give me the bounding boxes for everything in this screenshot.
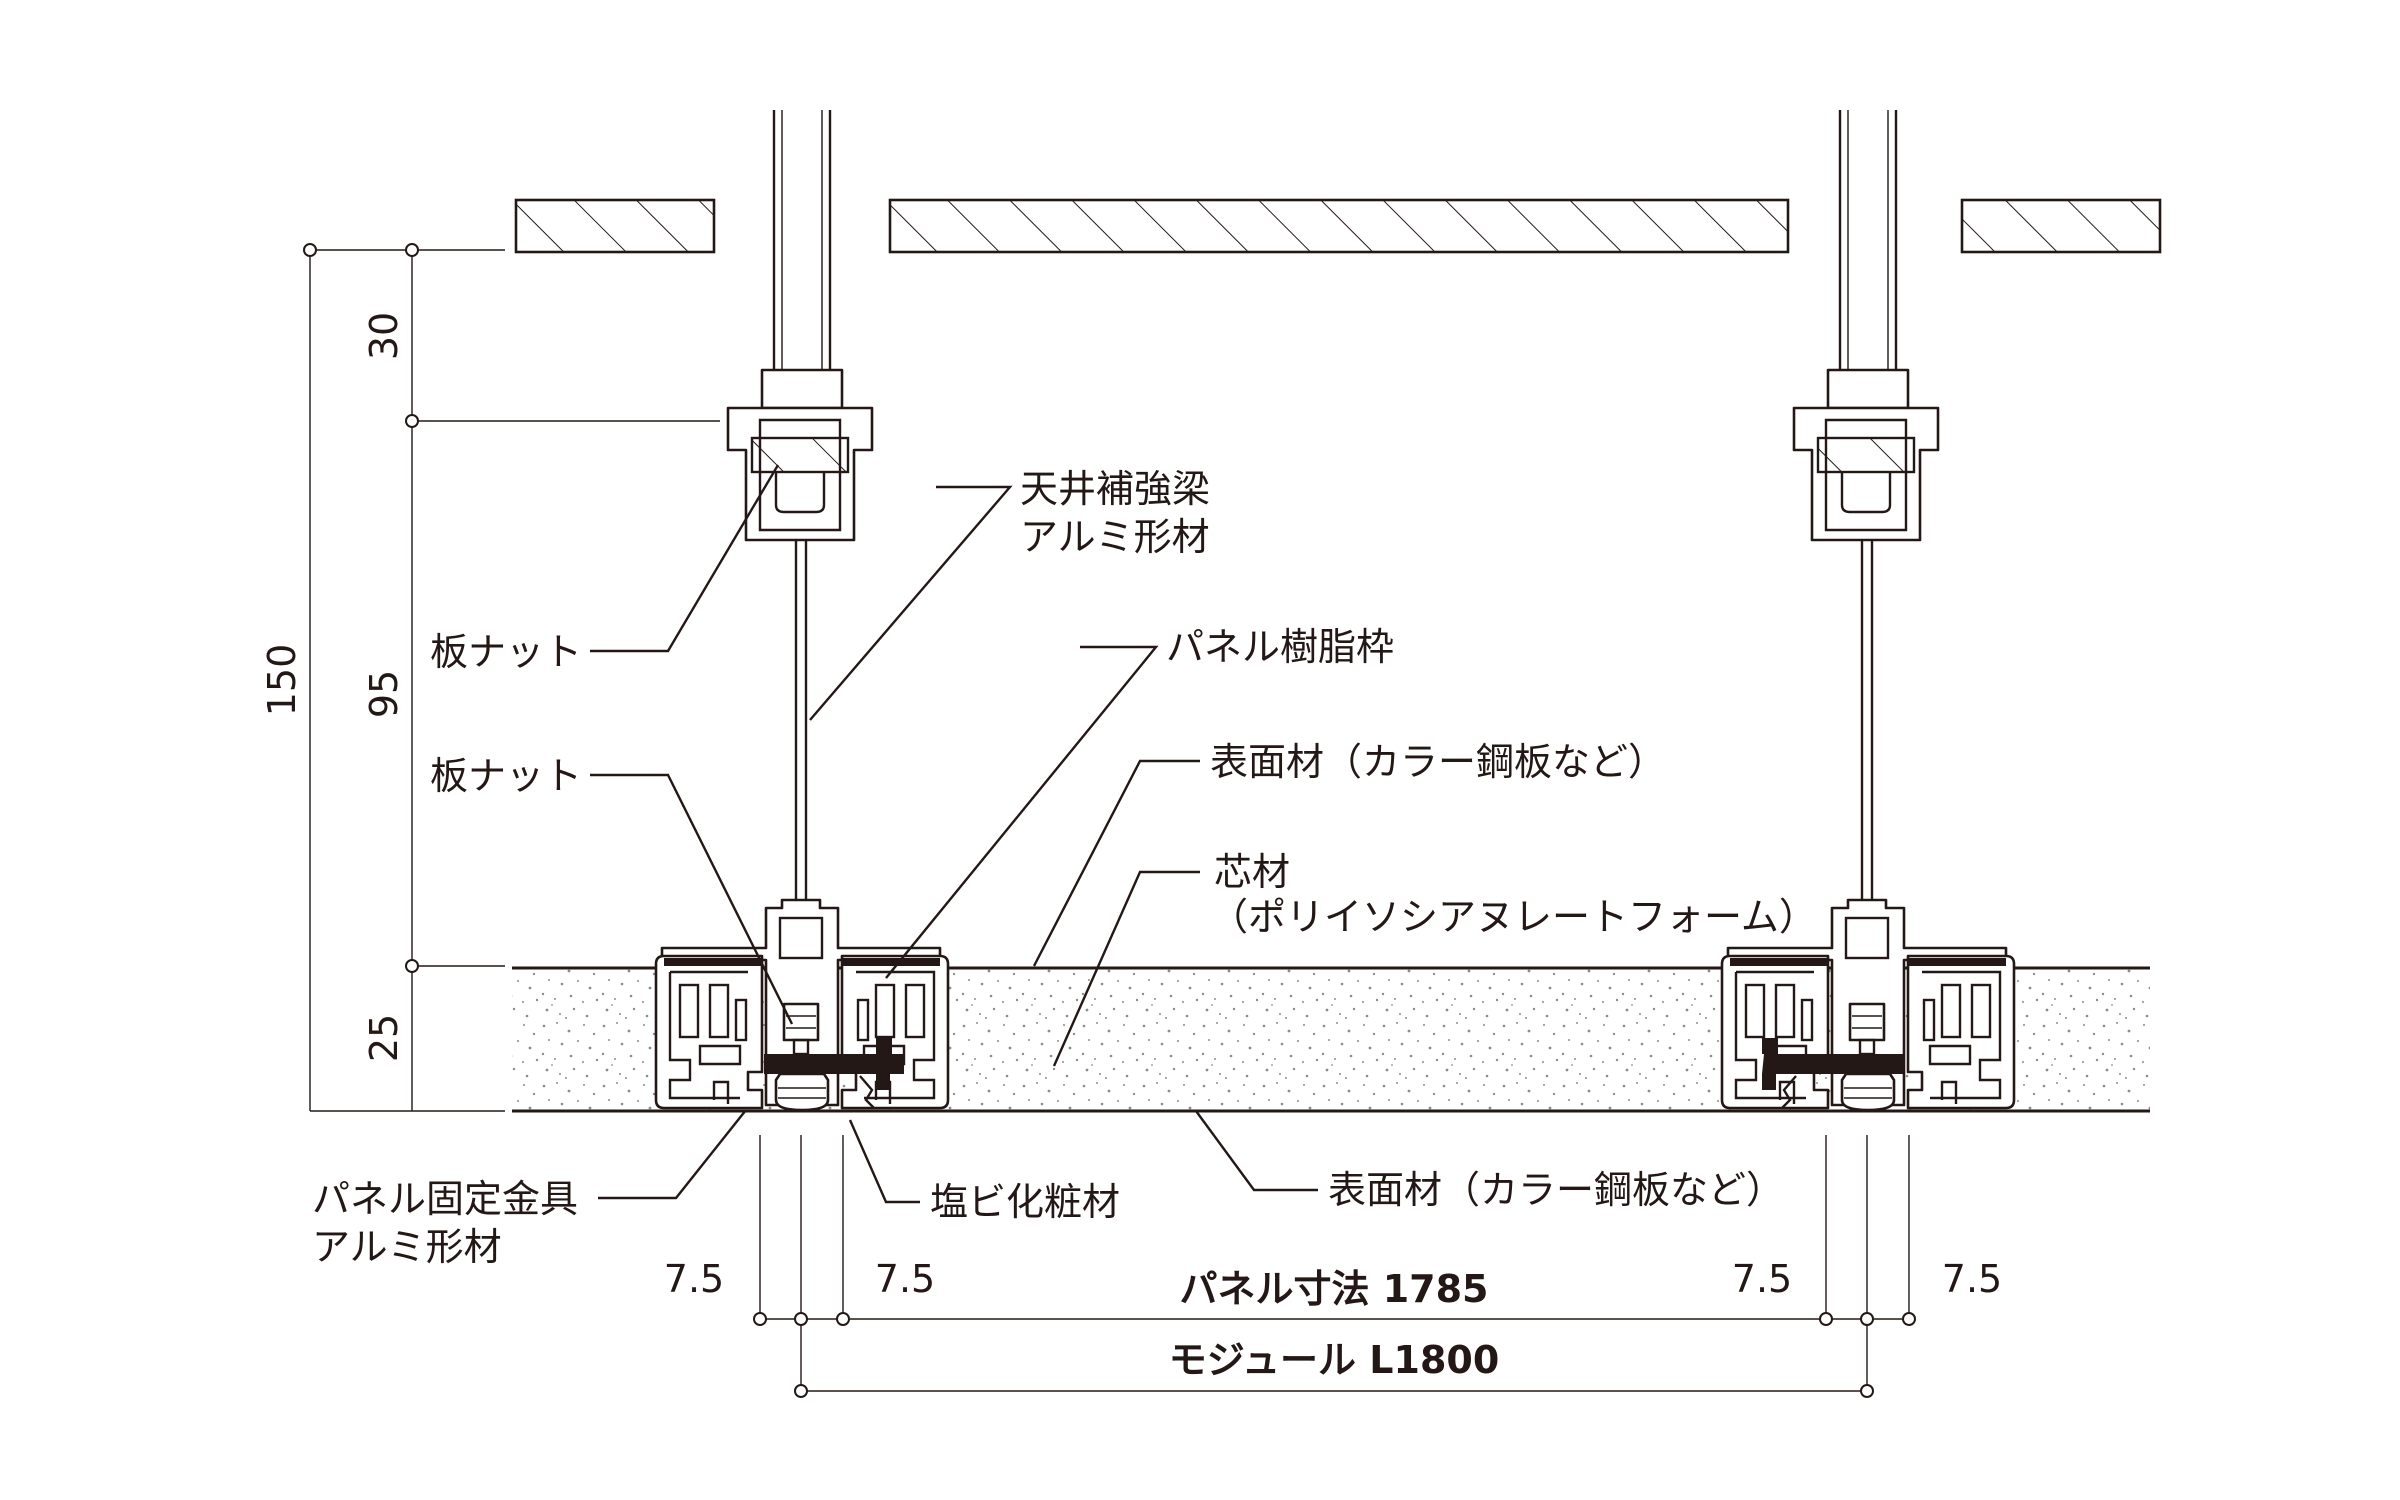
dimension-labels: 150 30 95 25 7.5 7.5 7.5 7.5 パネル寸法 1785 … (260, 312, 2002, 1382)
dim-total: 150 (260, 644, 304, 717)
ceiling-slab (514, 198, 2162, 254)
label-core-line2: （ポリイソシアヌレートフォーム） (1210, 895, 1817, 939)
label-surface-top: 表面材（カラー鋼板など） (1210, 740, 1666, 784)
label-fixing-line1: パネル固定金具 (312, 1177, 578, 1221)
label-plate-nut-upper: 板ナット (430, 630, 582, 674)
leader-lines (590, 464, 1318, 1204)
label-pvc-trim: 塩ビ化粧材 (930, 1180, 1120, 1224)
vertical-dimensions (303, 243, 720, 1112)
dim-bottom: 25 (362, 1014, 406, 1062)
label-surface-bottom: 表面材（カラー鋼板など） (1328, 1168, 1784, 1212)
label-fixing-line2: アルミ形材 (312, 1225, 502, 1269)
dim-panel-size: パネル寸法 1785 (1180, 1267, 1489, 1311)
dim-gap-right-outer: 7.5 (1942, 1257, 2002, 1301)
horizontal-dimensions (753, 1135, 1916, 1398)
label-beam-line1: 天井補強梁 (1020, 467, 1210, 511)
dim-gap-left-inner: 7.5 (875, 1257, 935, 1301)
dim-top: 30 (362, 312, 406, 360)
hanger-right (1726, 110, 2008, 1107)
label-core-line1: 芯材 (1214, 850, 1290, 894)
callout-labels: 天井補強梁 アルミ形材 板ナット パネル樹脂枠 表面材（カラー鋼板など） 板ナッ… (312, 467, 1817, 1269)
label-resin-frame: パネル樹脂枠 (1166, 625, 1394, 669)
label-plate-nut-lower: 板ナット (430, 754, 582, 798)
dim-gap-left-outer: 7.5 (664, 1257, 724, 1301)
dim-module: モジュール L1800 (1169, 1338, 1500, 1382)
dim-gap-right-inner: 7.5 (1732, 1257, 1792, 1301)
fixing-left (764, 1002, 904, 1112)
hanger-left (660, 110, 942, 1107)
dim-middle: 95 (362, 670, 406, 718)
fixing-right (1762, 1002, 1904, 1112)
label-beam-line2: アルミ形材 (1020, 515, 1210, 559)
